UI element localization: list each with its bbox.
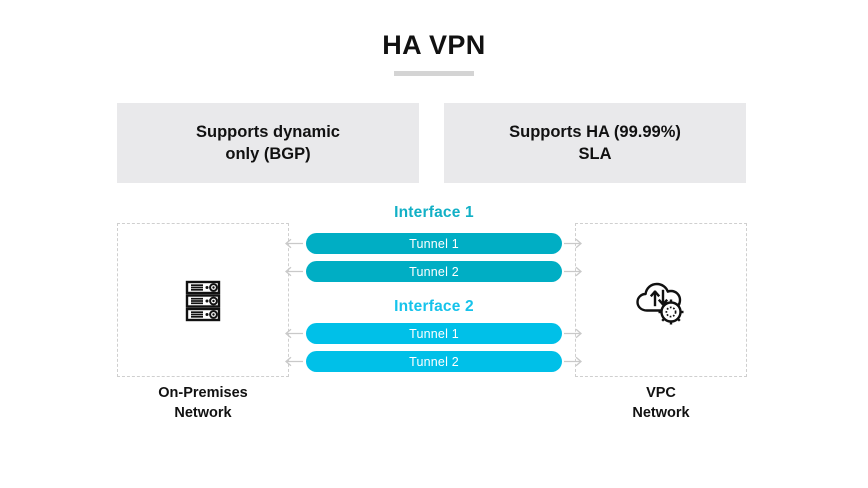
arrow-right-icon bbox=[563, 356, 583, 367]
arrow-right-icon bbox=[563, 266, 583, 277]
arrow-right-icon bbox=[563, 238, 583, 249]
feature-card-dynamic-bgp-text: Supports dynamic only (BGP) bbox=[196, 122, 340, 163]
feature-card-ha-sla: Supports HA (99.99%) SLA bbox=[444, 103, 746, 183]
arrow-right-icon bbox=[563, 328, 583, 339]
title-underline bbox=[394, 71, 474, 76]
server-rack-icon bbox=[173, 270, 233, 330]
vpc-network-label: VPC Network bbox=[632, 385, 690, 421]
cloud-sync-gear-icon bbox=[631, 270, 691, 330]
tunnel-row: Tunnel 2 bbox=[285, 351, 583, 372]
interface-1-title: Interface 1 bbox=[394, 204, 474, 221]
on-premises-network-label: On-Premises Network bbox=[158, 385, 248, 421]
feature-card-dynamic-bgp: Supports dynamic only (BGP) bbox=[117, 103, 419, 183]
tunnel-row: Tunnel 1 bbox=[285, 323, 583, 344]
tunnel-pill[interactable]: Tunnel 1 bbox=[306, 323, 562, 344]
interface-2-title: Interface 2 bbox=[394, 298, 474, 315]
tunnels-area: Interface 1 Tunnel 1 Tunnel 2 Interface … bbox=[285, 204, 583, 379]
tunnel-pill[interactable]: Tunnel 2 bbox=[306, 351, 562, 372]
arrow-left-icon bbox=[284, 266, 304, 277]
tunnel-row: Tunnel 1 bbox=[285, 233, 583, 254]
arrow-left-icon bbox=[284, 238, 304, 249]
feature-card-ha-sla-text: Supports HA (99.99%) SLA bbox=[509, 122, 681, 163]
tunnel-row: Tunnel 2 bbox=[285, 261, 583, 282]
tunnel-pill[interactable]: Tunnel 1 bbox=[306, 233, 562, 254]
page-title: HA VPN bbox=[382, 30, 486, 60]
tunnel-pill[interactable]: Tunnel 2 bbox=[306, 261, 562, 282]
on-premises-network-box bbox=[117, 223, 289, 377]
arrow-left-icon bbox=[284, 328, 304, 339]
vpc-network-box bbox=[575, 223, 747, 377]
arrow-left-icon bbox=[284, 356, 304, 367]
